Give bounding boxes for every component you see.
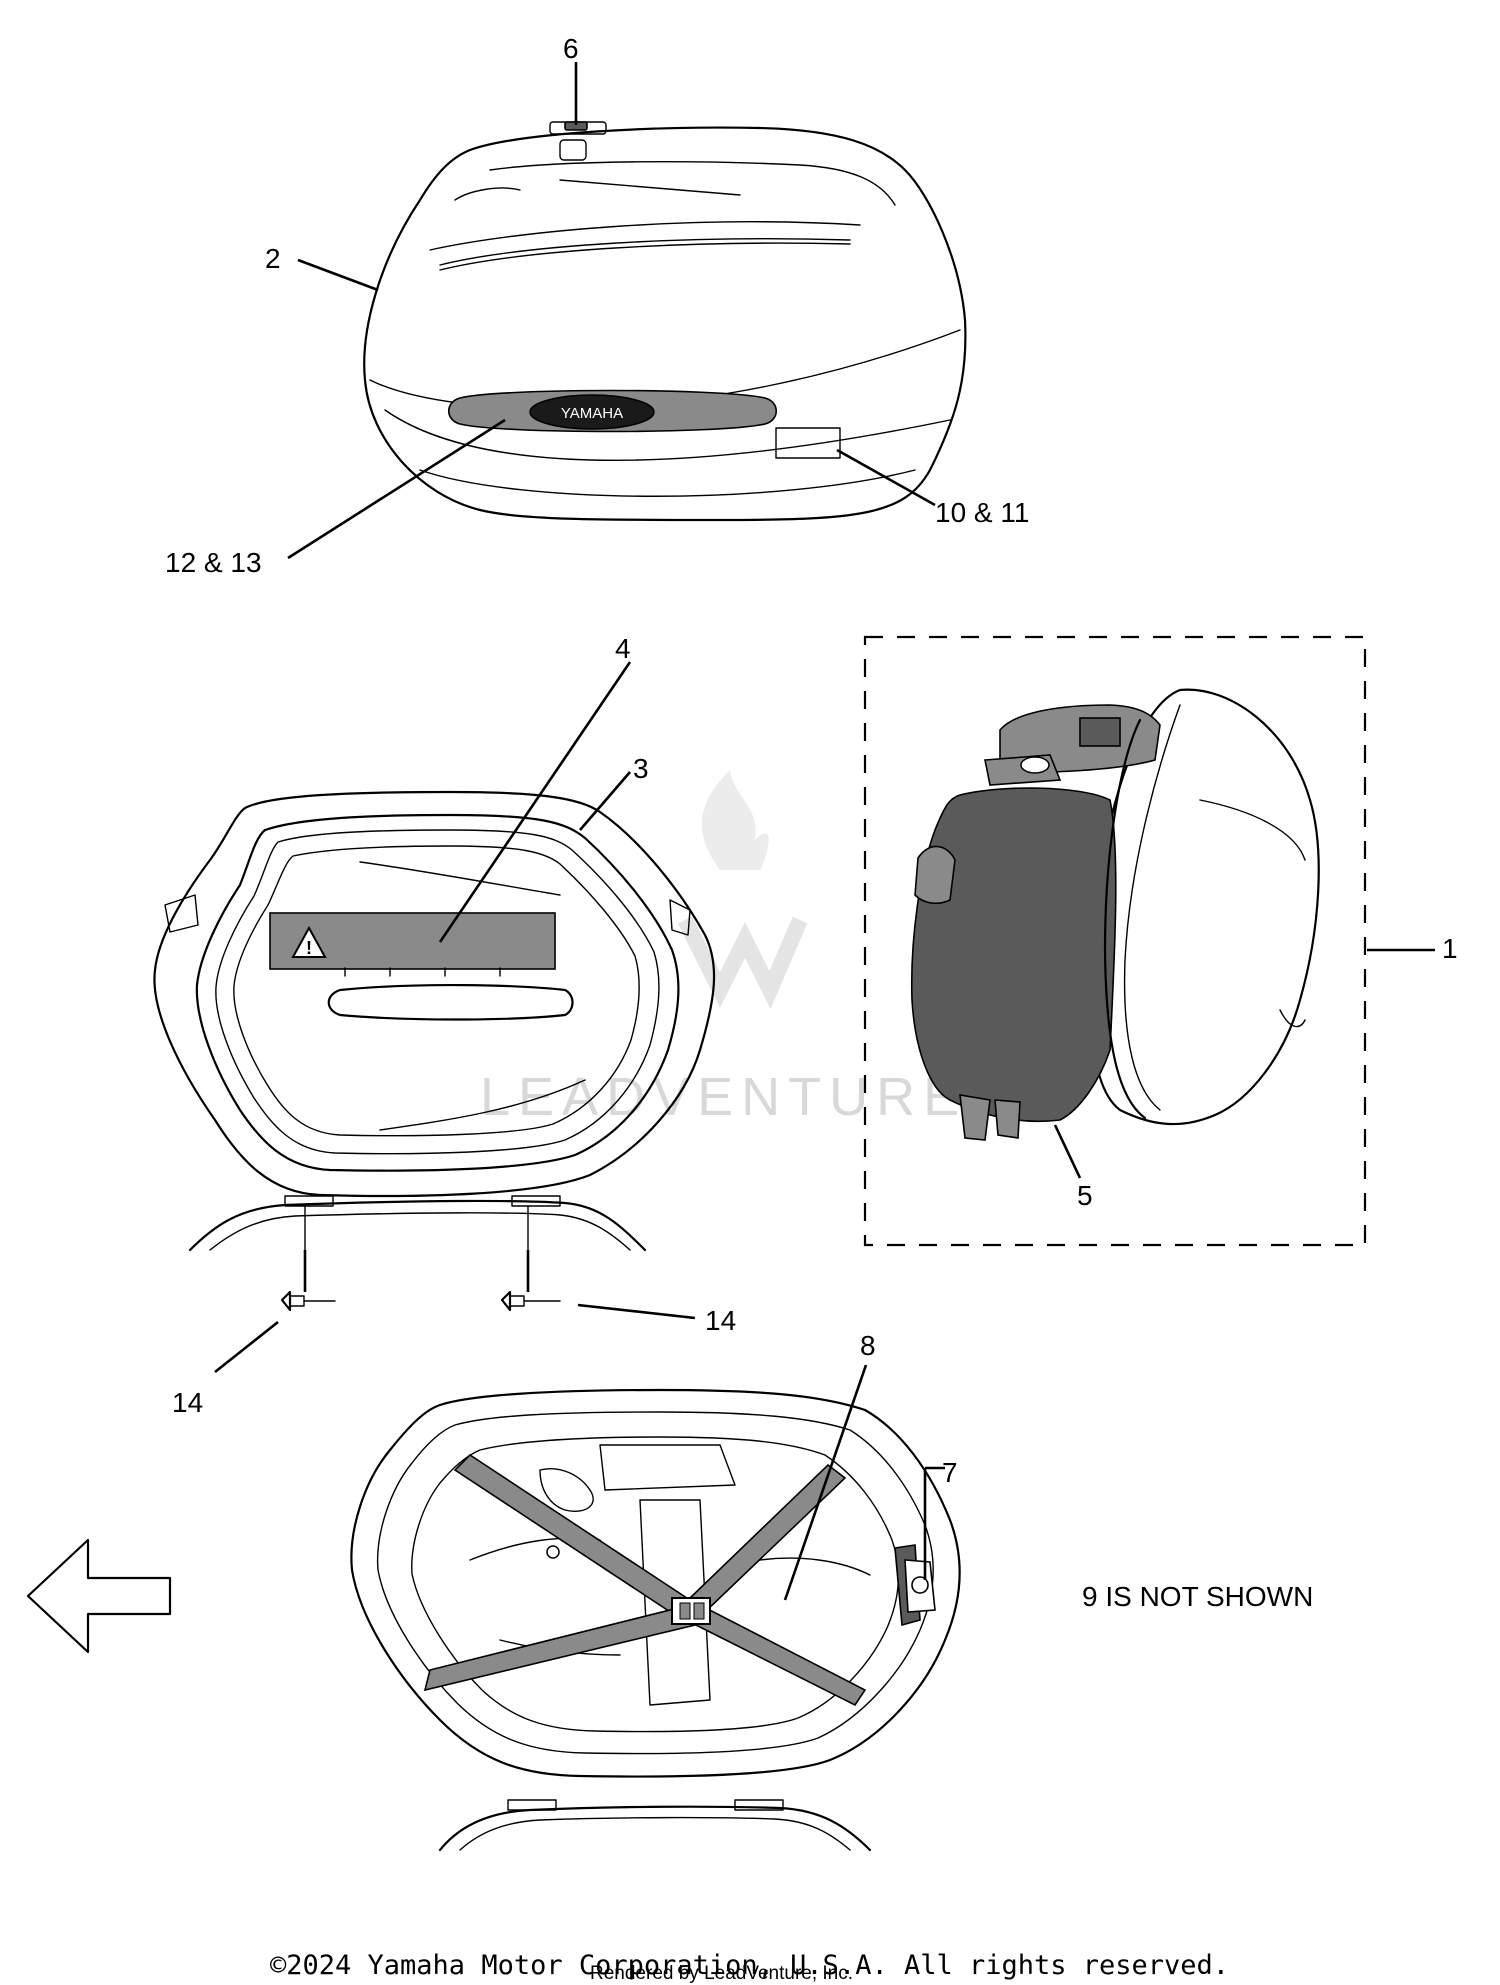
rendered-by-text: Rendered by LeadVenture, Inc. (590, 1963, 854, 1984)
yamaha-badge: YAMAHA (561, 405, 623, 422)
callout-8: 8 (860, 1330, 876, 1361)
callout-6: 6 (563, 33, 579, 64)
rivet-left (280, 1290, 336, 1312)
lid-interior: ! (153, 790, 716, 1252)
callout-12-13: 12 & 13 (165, 547, 262, 578)
case-interior (350, 1388, 961, 1852)
callout-14-right: 14 (705, 1305, 736, 1336)
callout-7: 7 (942, 1457, 958, 1488)
callout-2: 2 (265, 243, 281, 274)
callout-3: 3 (633, 753, 649, 784)
left-arrow-icon (26, 1538, 172, 1654)
warning-triangle-icon (291, 925, 327, 958)
watermark-text: LEADVENTURE (480, 1067, 967, 1127)
callout-10-11: 10 & 11 (935, 497, 1029, 528)
callout-4: 4 (615, 633, 631, 664)
copyright-text: ©2024 Yamaha Motor Corporation, U.S.A. A… (270, 1950, 1230, 1981)
svg-text:!: ! (306, 938, 312, 958)
lid-assembly: YAMAHA (363, 121, 967, 522)
callout-1: 1 (1442, 933, 1458, 964)
not-shown-note: 9 IS NOT SHOWN (1082, 1581, 1313, 1612)
callout-5: 5 (1077, 1180, 1093, 1211)
assembly-group (863, 635, 1367, 1247)
rivet-right (500, 1290, 561, 1312)
watermark: LEADVENTURE (480, 770, 967, 1127)
callout-14-left: 14 (172, 1387, 203, 1418)
